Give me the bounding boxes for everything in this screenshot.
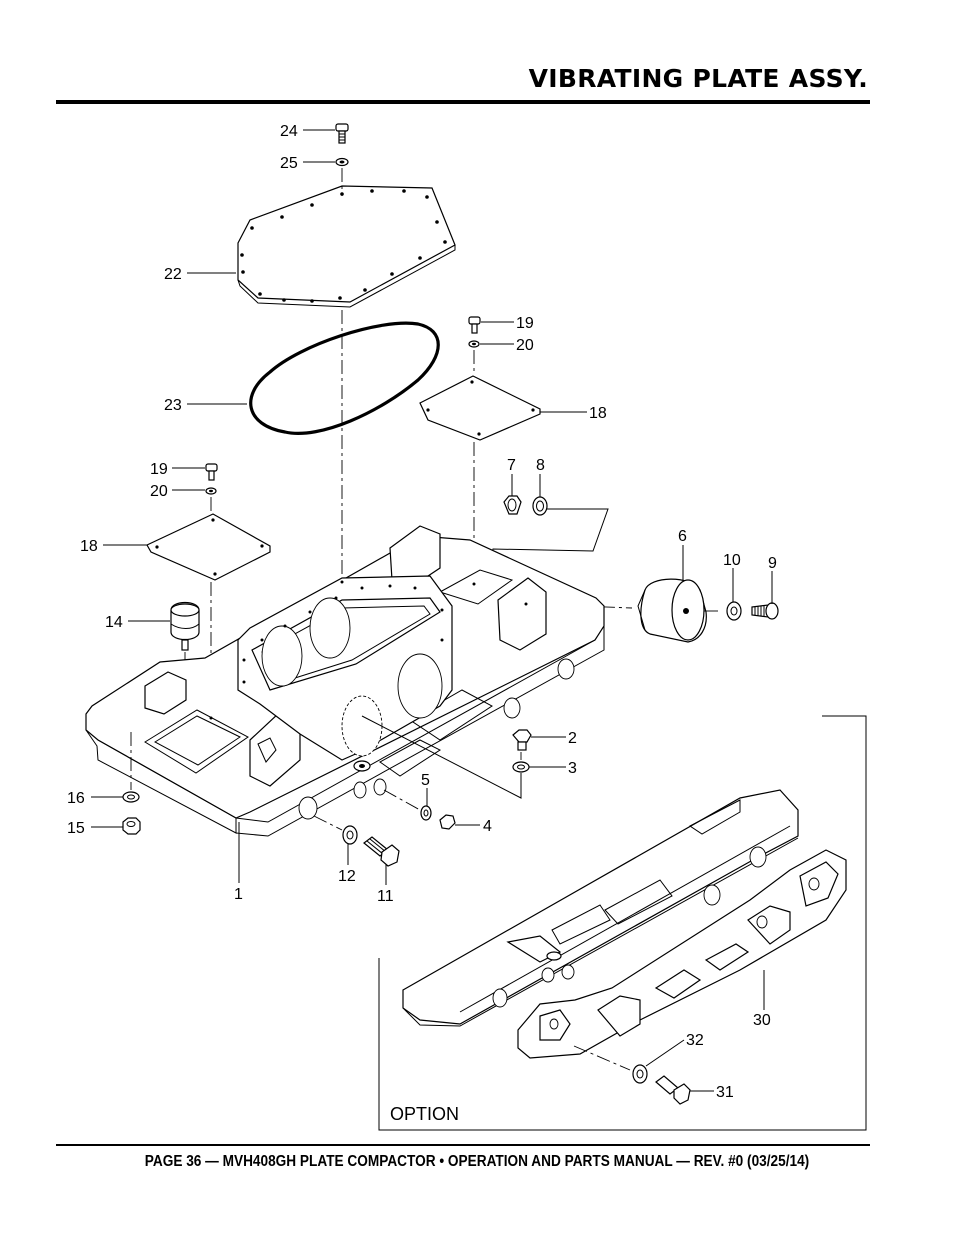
callout-10: 10 xyxy=(723,552,741,569)
access-plate-18-left xyxy=(146,513,271,581)
callout-8: 8 xyxy=(536,457,545,474)
callout-12: 12 xyxy=(338,868,356,885)
callout-24: 24 xyxy=(280,123,298,140)
footer-rule xyxy=(56,1144,870,1146)
base-plate-1 xyxy=(85,525,605,837)
washer-10 xyxy=(726,601,742,621)
washer-3 xyxy=(512,761,530,773)
bolt-19-right xyxy=(468,316,481,334)
page-title: VIBRATING PLATE ASSY. xyxy=(528,64,868,93)
callout-25: 25 xyxy=(280,155,298,172)
callout-20-left: 20 xyxy=(150,483,168,500)
callout-31: 31 xyxy=(716,1084,734,1101)
washer-8 xyxy=(532,496,548,516)
callout-23: 23 xyxy=(164,397,182,414)
option-inset: OPTION xyxy=(378,715,867,1131)
callout-5: 5 xyxy=(421,772,430,789)
bolt-9 xyxy=(751,602,779,620)
access-plate-18-right xyxy=(419,375,541,441)
washer-20-right xyxy=(468,340,480,348)
callout-18-left: 18 xyxy=(80,538,98,555)
callout-14: 14 xyxy=(105,614,123,631)
gasket-23 xyxy=(249,321,440,435)
callout-9: 9 xyxy=(768,555,777,572)
callout-7: 7 xyxy=(507,457,516,474)
callout-15: 15 xyxy=(67,820,85,837)
callout-1: 1 xyxy=(234,886,243,903)
nut-7 xyxy=(503,495,522,515)
option-label: OPTION xyxy=(390,1104,459,1124)
washer-12 xyxy=(342,825,358,845)
washer-5 xyxy=(420,805,432,821)
callout-3: 3 xyxy=(568,760,577,777)
washer-25 xyxy=(335,157,349,167)
bolt-19-left xyxy=(205,463,218,481)
callout-22: 22 xyxy=(164,266,182,283)
callout-4: 4 xyxy=(483,818,492,835)
callout-11: 11 xyxy=(377,888,394,905)
callout-6: 6 xyxy=(678,528,687,545)
bolt-24 xyxy=(335,123,349,144)
callout-30: 30 xyxy=(753,1012,771,1029)
drain-plug-2 xyxy=(512,729,532,751)
callout-16: 16 xyxy=(67,790,85,807)
rubber-buffer-14 xyxy=(170,601,200,651)
rubber-mount-6 xyxy=(637,578,707,643)
bolt-4 xyxy=(439,814,456,830)
callout-32: 32 xyxy=(686,1032,704,1049)
washer-20-left xyxy=(205,487,217,495)
callout-2: 2 xyxy=(568,730,577,747)
callout-18-right: 18 xyxy=(589,405,607,422)
callout-numbers: 24 25 22 23 19 20 18 19 20 18 7 8 6 10 9… xyxy=(67,123,777,1101)
header-rule xyxy=(56,100,870,104)
cover-plate-22 xyxy=(237,185,456,308)
nut-15 xyxy=(122,817,141,835)
callout-19-right: 19 xyxy=(516,315,534,332)
page-footer: PAGE 36 — MVH408GH PLATE COMPACTOR • OPE… xyxy=(144,1153,810,1170)
callout-19-left: 19 xyxy=(150,461,168,478)
bolt-11 xyxy=(363,836,400,867)
callout-20-right: 20 xyxy=(516,337,534,354)
leader-lines xyxy=(91,129,773,1092)
washer-16 xyxy=(122,791,140,803)
